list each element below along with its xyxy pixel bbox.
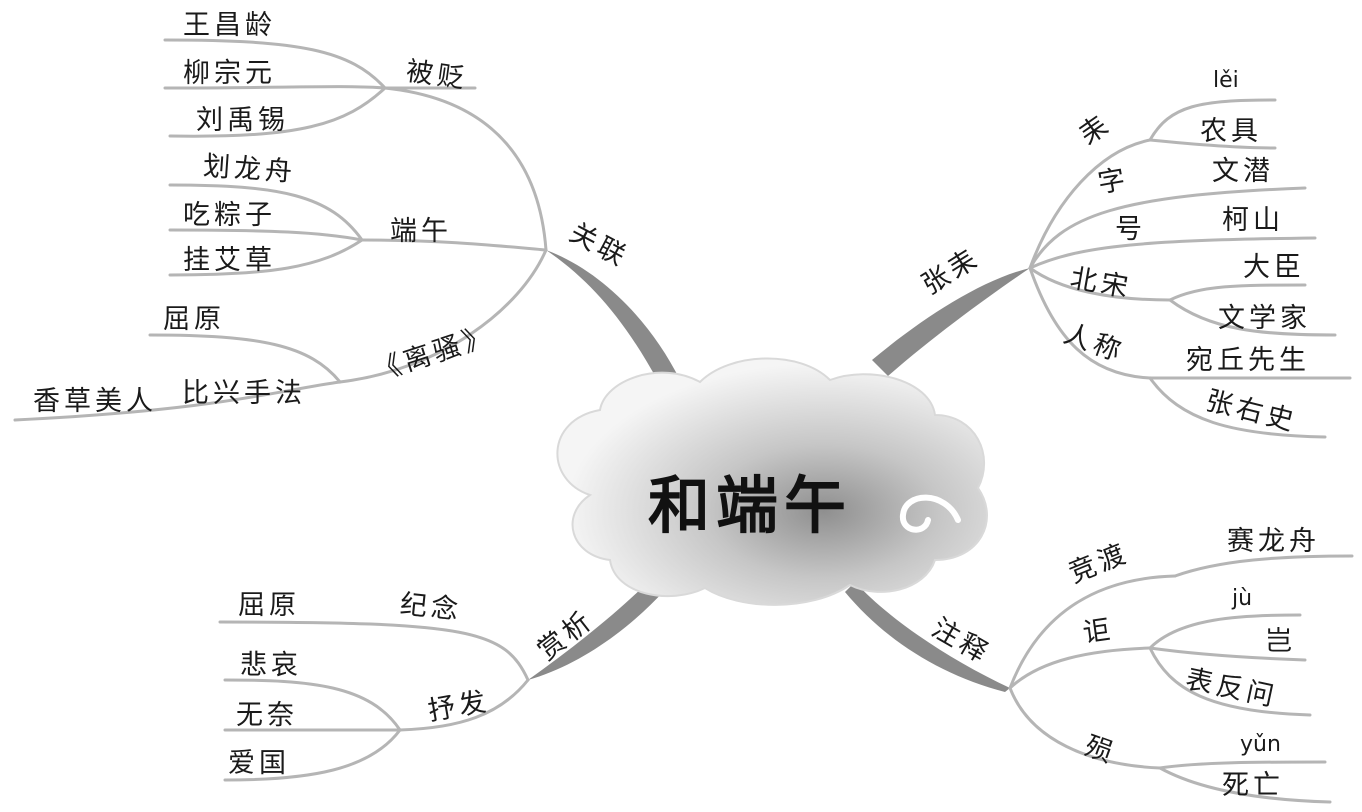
- line-zhanglei-zi: [1028, 186, 1307, 270]
- line-shangxi-shufa: [398, 678, 530, 732]
- leaf-yun-value: 死亡: [1222, 770, 1284, 801]
- line-duanwu-item-0: [168, 183, 364, 242]
- line-ju-item-0: [1148, 646, 1307, 662]
- cloud-swirl: [900, 494, 961, 533]
- line-guanlian-lisao: [338, 248, 548, 384]
- cloud-outline: [556, 357, 988, 606]
- line-lei-meaning: [1148, 138, 1277, 150]
- node-hao: 号: [1115, 214, 1146, 245]
- line-shufa-item-0: [223, 678, 402, 732]
- leaf-jinian-value: 屈原: [238, 590, 300, 621]
- line-lei-pinyin: [1148, 98, 1277, 142]
- line-yun-pinyin: [1158, 760, 1327, 770]
- line-zhushi-ju: [1008, 646, 1152, 690]
- leaf-jingdu-value: 赛龙舟: [1227, 526, 1320, 557]
- leaf-shufa-0: 悲哀: [240, 650, 302, 681]
- line-rencheng-item-1: [1148, 376, 1327, 439]
- leaf-duanwu-1: 吃粽子: [183, 200, 276, 231]
- leaf-lei-meaning: 农具: [1200, 116, 1262, 147]
- line-jingdu-value: [1173, 554, 1354, 578]
- leaf-lisao-bixing: 比兴手法: [182, 378, 306, 409]
- center-cloud: [556, 357, 988, 606]
- node-bianzhe: 被贬: [404, 55, 470, 96]
- line-lisao-bixing: [13, 380, 342, 422]
- leaf-beisong-1: 文学家: [1218, 303, 1311, 334]
- line-ju-item-1: [1148, 646, 1312, 717]
- leaf-duanwu-2: 挂艾草: [183, 245, 276, 276]
- leaf-ju-item-0: 岂: [1265, 626, 1296, 657]
- leaf-lei-pinyin: lěi: [1213, 68, 1239, 93]
- leaf-lisao-xiangcao: 香草美人: [33, 386, 157, 417]
- line-zhanglei-beisong: [1028, 266, 1172, 302]
- line-beisong-item-0: [1168, 283, 1307, 302]
- leaf-hao-value: 柯山: [1222, 205, 1284, 236]
- leaf-yun-pinyin: yǔn: [1240, 732, 1281, 757]
- leaf-bianzhe-1: 柳宗元: [183, 58, 276, 89]
- line-shangxi-jinian: [218, 620, 530, 682]
- leaf-lisao-quyuan: 屈原: [163, 304, 225, 335]
- leaf-zi-value: 文潜: [1212, 156, 1274, 187]
- line-zhushi-jingdu: [1008, 574, 1177, 690]
- node-zi: 字: [1095, 163, 1132, 200]
- line-bianzhe-item-1: [163, 85, 387, 90]
- leaf-duanwu-0: 划龙舟: [202, 150, 297, 189]
- leaf-beisong-0: 大臣: [1243, 252, 1305, 283]
- branch-lines: [13, 38, 1354, 804]
- line-guanlian-bianzhe: [383, 86, 548, 252]
- line-bianzhe-item-2: [168, 86, 387, 138]
- line-beisong-item-1: [1168, 298, 1337, 337]
- node-duanwu: 端午: [390, 216, 452, 247]
- line-shufa-item-2: [223, 728, 402, 782]
- leaf-shufa-1: 无奈: [236, 700, 298, 731]
- line-guanlian-duanwu: [360, 238, 548, 252]
- leaf-bianzhe-2: 刘禹锡: [196, 105, 289, 136]
- leaf-rencheng-0: 宛丘先生: [1186, 345, 1310, 376]
- line-yun-value: [1158, 766, 1332, 804]
- line-zhanglei-rencheng: [1028, 266, 1152, 380]
- line-duanwu-item-2: [168, 238, 364, 277]
- trunk-guanlian: [546, 250, 680, 385]
- line-bianzhe-item-0: [163, 38, 387, 90]
- trunk-shangxi: [528, 580, 665, 680]
- line-duanwu-item-1: [168, 228, 364, 242]
- trunks: [528, 250, 1030, 692]
- leaf-bianzhe-0: 王昌龄: [183, 10, 276, 41]
- trunk-zhanglei: [872, 268, 1030, 376]
- center-title: 和端午: [648, 469, 853, 542]
- line-zhushi-yun: [1008, 686, 1162, 770]
- node-jinian: 纪念: [398, 588, 464, 627]
- leaf-shufa-2: 爱国: [228, 748, 290, 779]
- leaf-ju-pinyin: jù: [1232, 586, 1253, 611]
- line-zhanglei-hao: [1028, 236, 1317, 270]
- trunk-zhushi: [845, 582, 1010, 692]
- line-ju-pinyin: [1148, 613, 1302, 650]
- line-lisao-quyuan: [148, 333, 342, 384]
- node-ju: 讵: [1080, 613, 1117, 650]
- line-zhanglei-lei: [1028, 138, 1152, 270]
